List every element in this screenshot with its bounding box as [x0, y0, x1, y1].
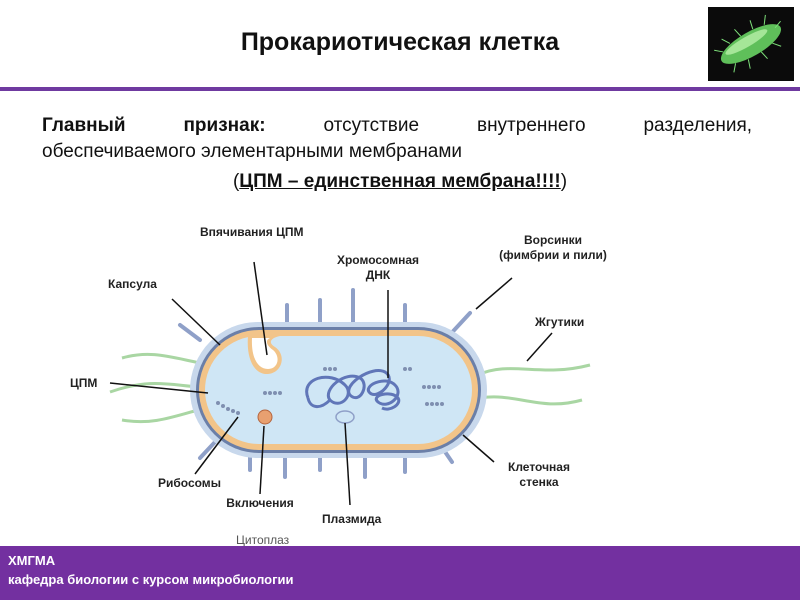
label-villi: Ворсинки (фимбрии и пили) [499, 233, 607, 262]
label-plasmid: Плазмида [322, 512, 382, 526]
label-cell-wall: Клеточная стенка [508, 460, 570, 489]
intro-lead: Главный признак: [42, 115, 266, 136]
chromosomal-dna [305, 369, 401, 411]
membrane-note: (ЦПМ – единственная мембрана!!!!) [232, 171, 568, 192]
label-inclusions: Включения [226, 496, 294, 510]
membrane-note-bold: ЦПМ – единственная мембрана!!!! [239, 171, 561, 192]
page-title: Прокариотическая клетка [240, 28, 560, 56]
bacterium-illustration [714, 14, 782, 73]
header-divider [0, 87, 800, 91]
intro-text-1: отсутствие внутреннего разделения, [323, 115, 753, 136]
bacterium-thumbnail [708, 7, 794, 81]
label-ribosomes: Рибосомы [158, 476, 221, 490]
leader-lines [109, 261, 553, 506]
label-cytoplasm: Цитоплаз [236, 533, 290, 547]
inclusion-granule [257, 409, 273, 425]
intro-text-2: обеспечиваемого элементарными мембранами [42, 141, 463, 162]
label-flagella: Жгутики [535, 315, 585, 329]
footer-org: ХМГМА [8, 553, 56, 568]
ribosomes [216, 367, 444, 415]
label-invagination: Впячивания ЦПМ [200, 225, 304, 239]
label-chromosomal-dna: Хромосомная ДНК [336, 253, 420, 282]
label-capsule: Капсула [108, 277, 157, 291]
cytoplasm [205, 336, 472, 444]
label-cpm: ЦПМ [70, 376, 98, 390]
footer-bar [0, 546, 800, 600]
invagination-inner [251, 338, 278, 369]
footer-dept: кафедра биологии с курсом микробиологии [8, 572, 294, 587]
intro-line-1: Главный признак: отсутствие внутреннего … [42, 113, 752, 139]
